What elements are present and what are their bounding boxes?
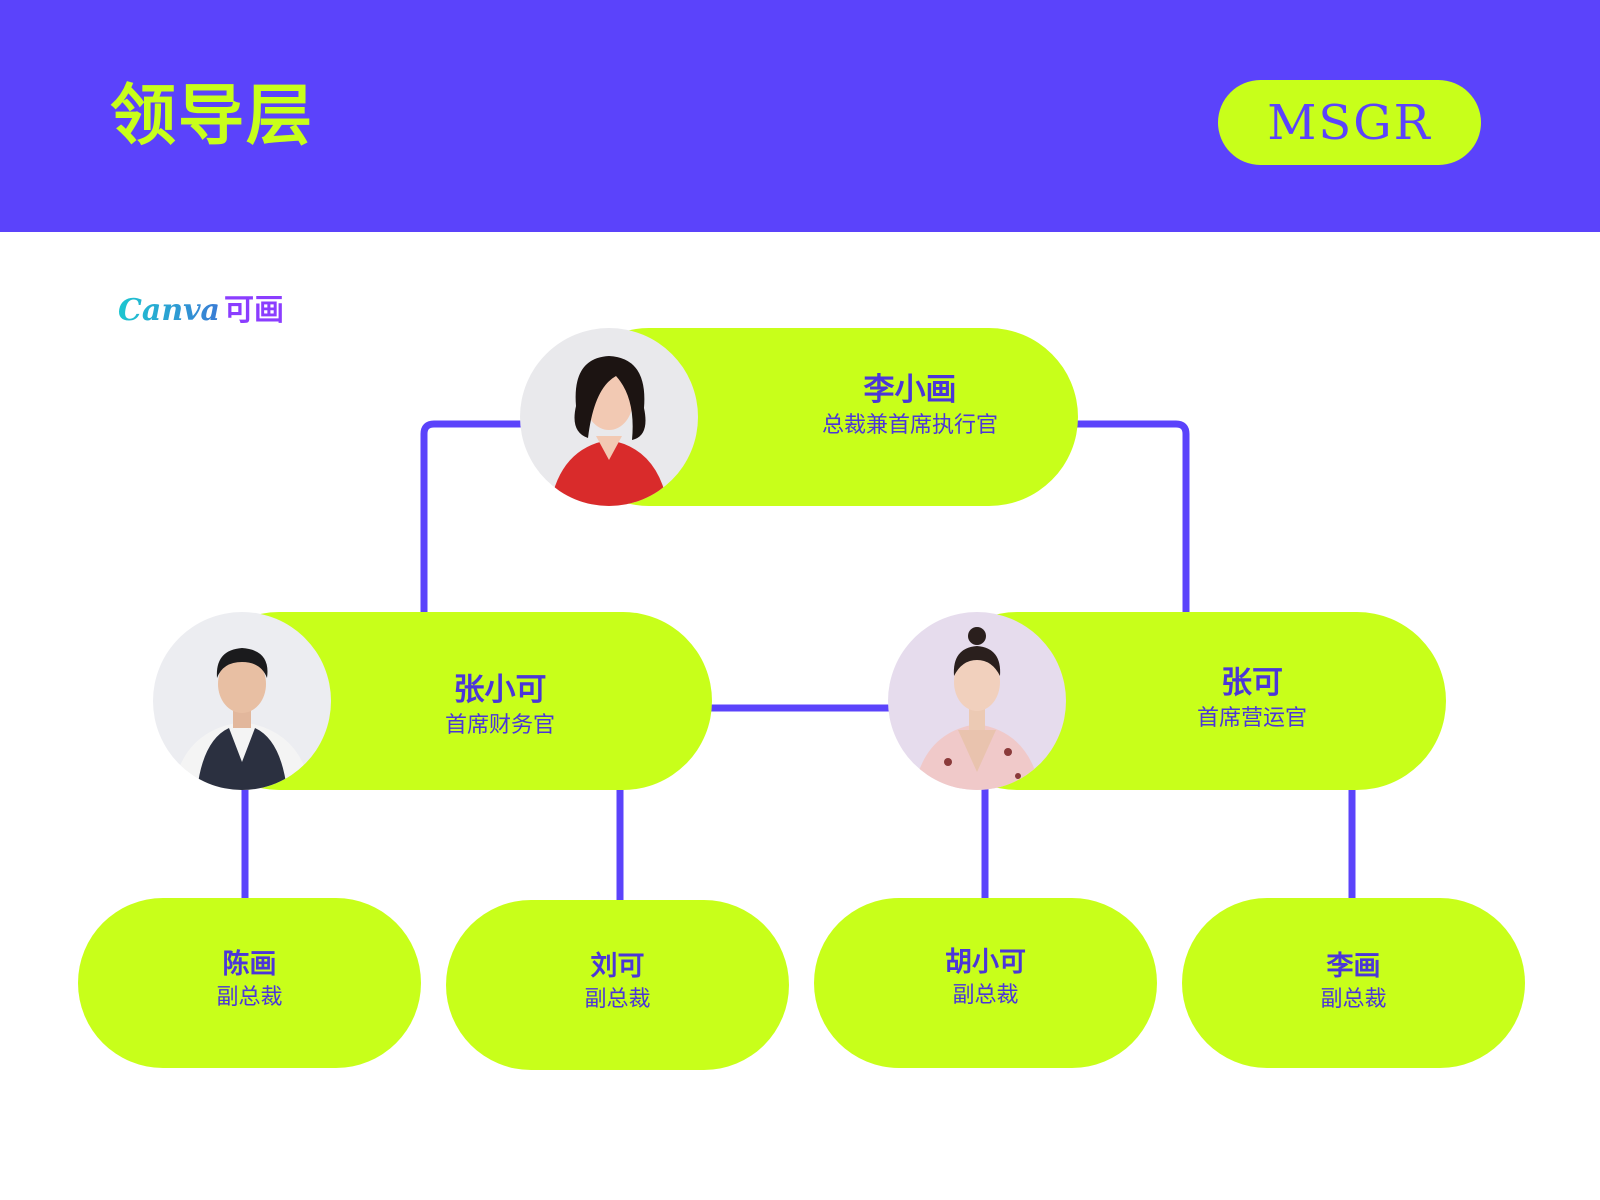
ceo-portrait-image [520,328,698,506]
coo-photo [888,612,1066,790]
vp-name-2: 刘可 [590,951,645,982]
page-title: 领导层 [110,76,314,154]
vp-text-4: 李画 副总裁 [1182,950,1525,1016]
coo-text: 张可 首席营运官 [1152,665,1352,735]
coo-portrait-image [888,612,1066,790]
vp-name-3: 胡小可 [945,947,1026,978]
header-banner: 领导层 MSGR [0,0,1600,232]
ceo-photo [520,328,698,506]
vp-role-1: 副总裁 [216,984,283,1010]
vp-name-1: 陈画 [222,949,277,980]
coo-name: 张可 [1221,665,1283,701]
vp-text-3: 胡小可 副总裁 [814,946,1157,1012]
ceo-name: 李小画 [863,372,957,408]
cfo-name: 张小可 [453,672,547,708]
vp-card-2 [446,900,789,1070]
connector-ceo-to-coo [1070,420,1190,612]
ceo-role: 总裁兼首席执行官 [821,413,998,439]
vp-role-4: 副总裁 [1320,986,1387,1012]
vp-name-4: 李画 [1326,951,1381,982]
cfo-text: 张小可 首席财务官 [400,672,600,742]
vp-card-3 [814,898,1157,1068]
cfo-portrait-image [153,612,331,790]
vp-card-1 [78,898,421,1068]
logo-latin-text: Canva [118,293,220,328]
vp-text-1: 陈画 副总裁 [78,948,421,1014]
cfo-photo [153,612,331,790]
ceo-text: 李小画 总裁兼首席执行官 [760,372,1060,442]
cfo-role: 首席财务官 [444,713,555,739]
coo-role: 首席营运官 [1196,706,1307,732]
vp-text-2: 刘可 副总裁 [446,950,789,1016]
connector-ceo-to-cfo [420,420,540,612]
company-badge: MSGR [1218,80,1481,165]
logo-cjk-text: 可画 [224,293,284,328]
company-badge-label: MSGR [1267,94,1432,151]
vp-card-4 [1182,898,1525,1068]
vp-role-2: 副总裁 [584,986,651,1012]
vp-role-3: 副总裁 [952,982,1019,1008]
